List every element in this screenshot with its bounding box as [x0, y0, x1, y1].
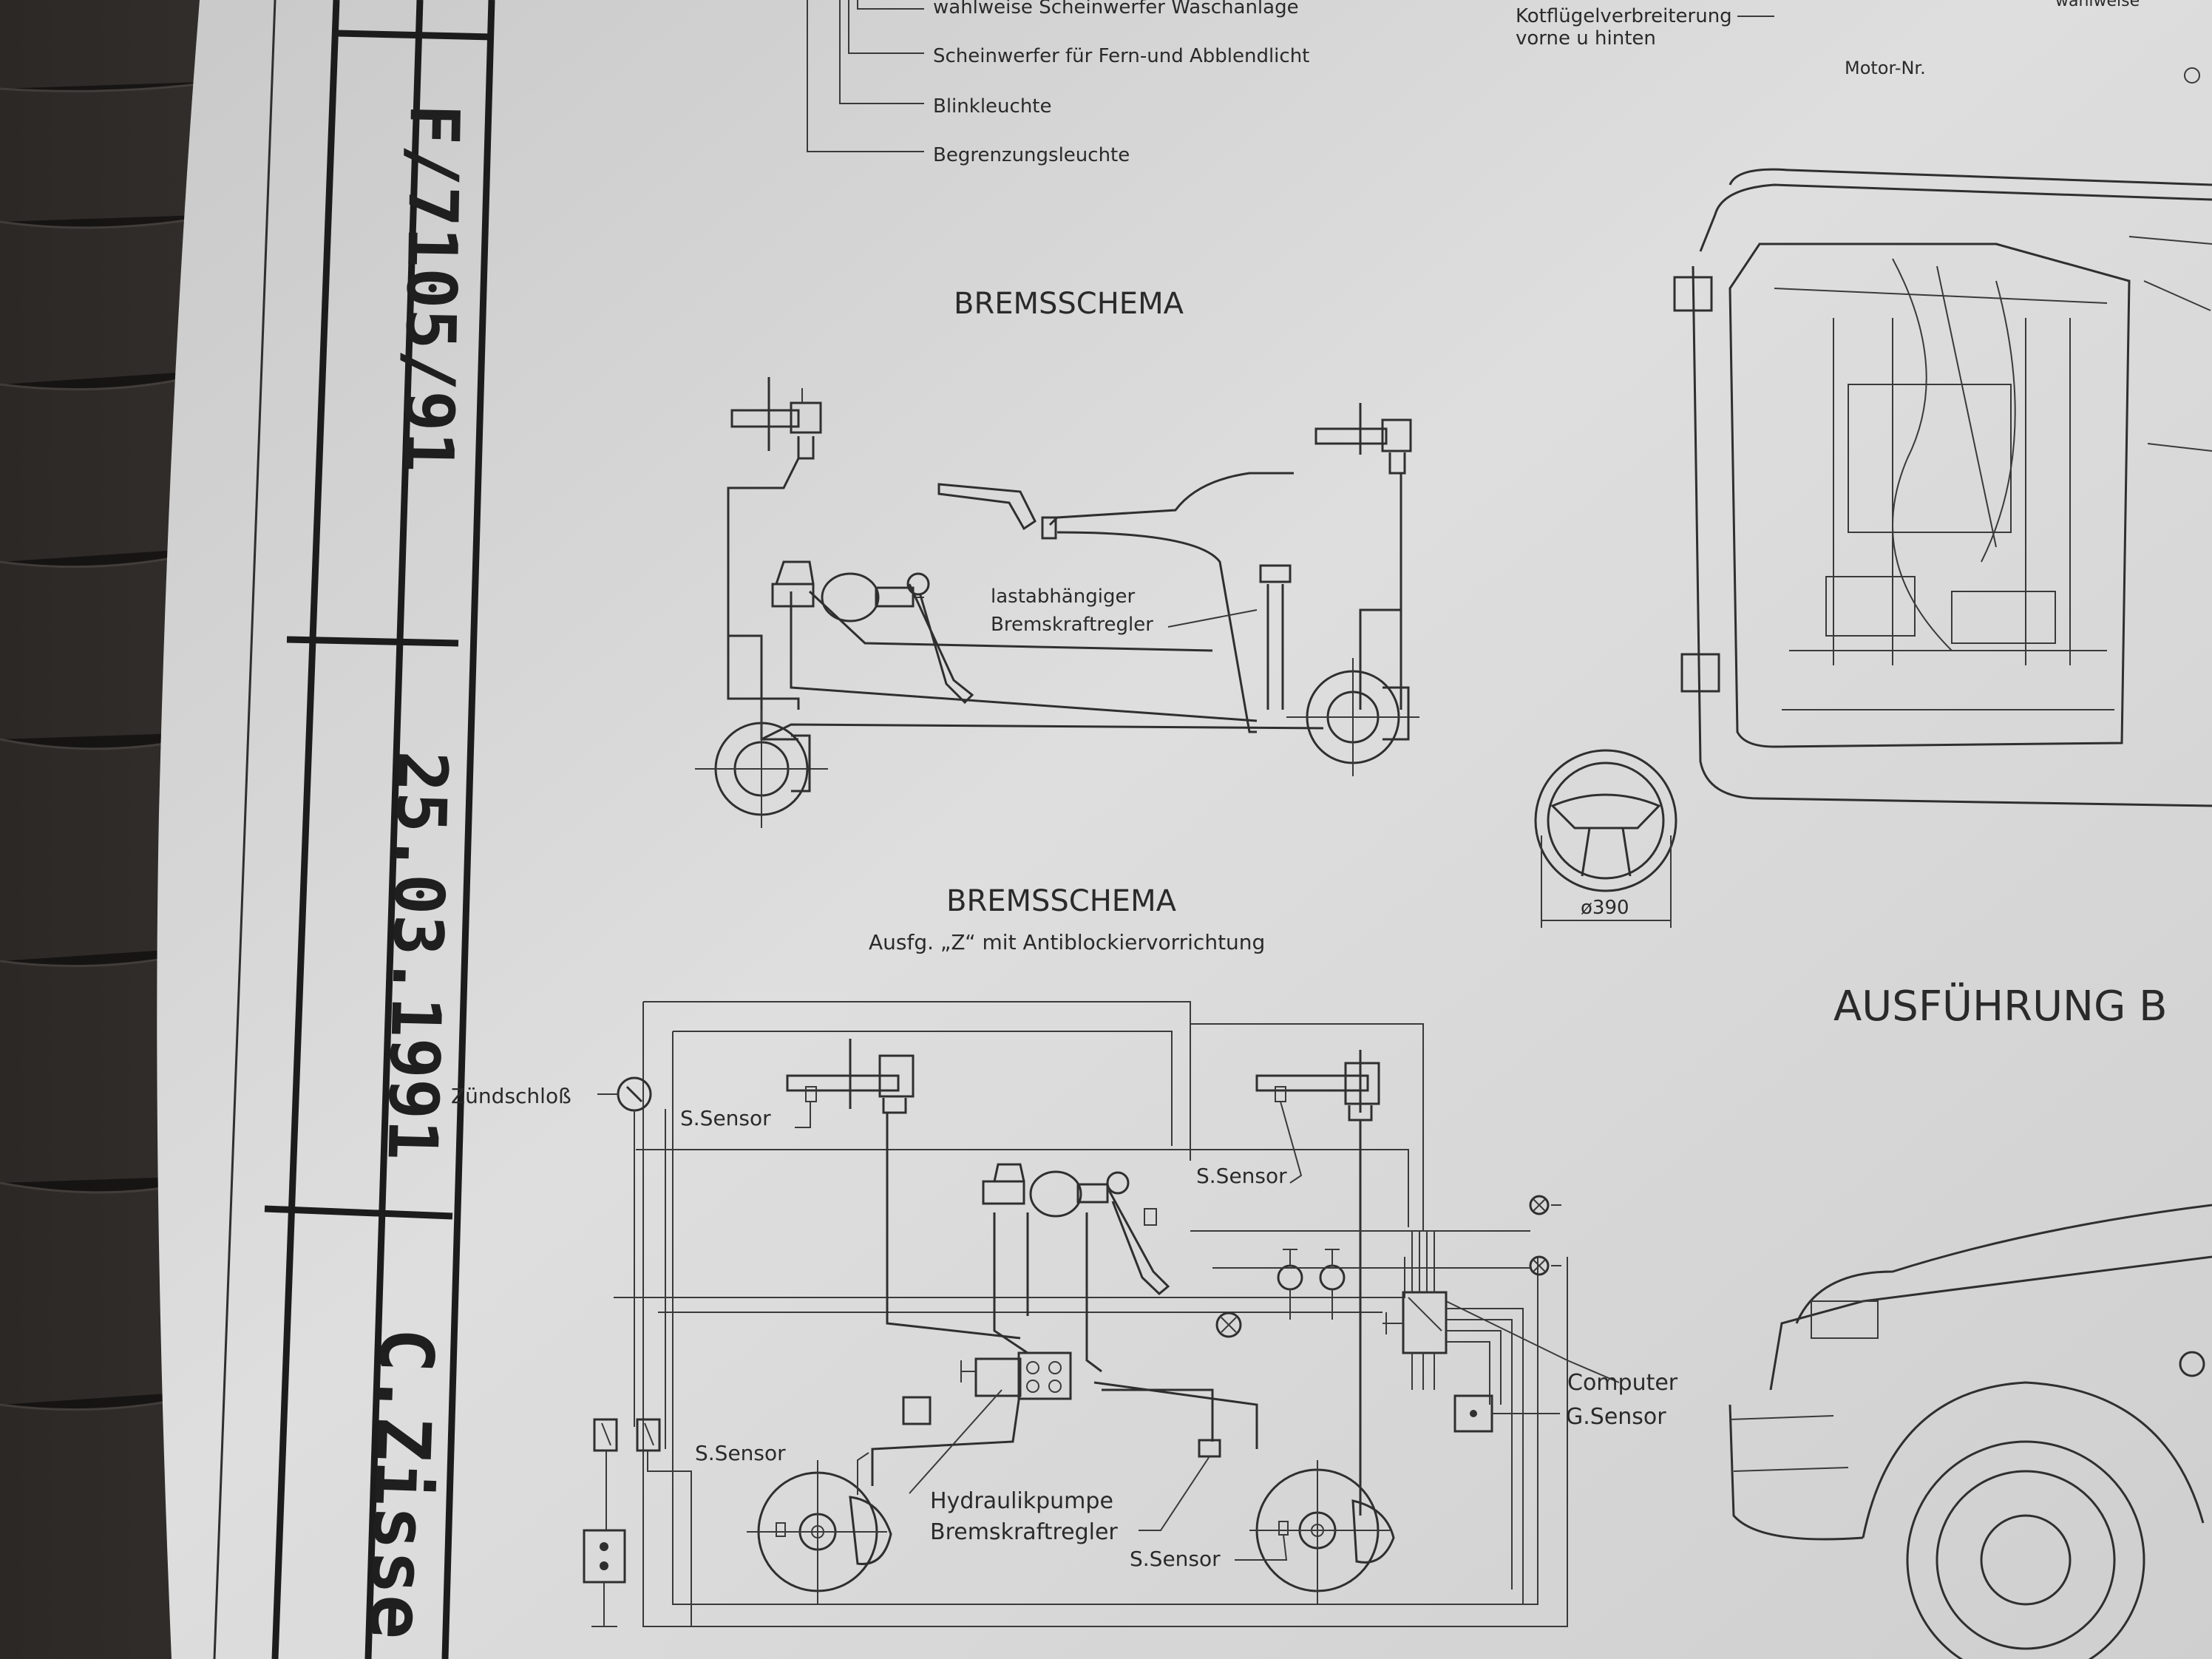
handbrake-lever: [937, 483, 1057, 540]
drawing-date: 25.03.1991: [373, 750, 462, 1161]
sensor-rr-label: S.Sensor: [1130, 1547, 1221, 1571]
brake-schema-abs: BREMSSCHEMA Ausfg. „Z“ mit Antiblockierv…: [451, 884, 1678, 1627]
brake-schema-standard: BREMSSCHEMA: [695, 287, 1419, 828]
legend-indicator: Blinkleuchte: [933, 95, 1051, 118]
paper-sheet: [157, 0, 2212, 1659]
warning-lamps: [1190, 1195, 1561, 1338]
top-right-notes: Kotflügelverbreiterung vorne u hinten Mo…: [1516, 0, 2200, 84]
rear-left-wheel: [695, 710, 828, 828]
pump-label-1: Hydraulikpumpe: [930, 1488, 1113, 1514]
corner-note: wahlweise: [2055, 0, 2140, 10]
g-sensor-label: G.Sensor: [1566, 1404, 1666, 1430]
abs-rear-right-wheel: [1249, 1460, 1395, 1604]
fender-note: Kotflügelverbreiterung: [1516, 5, 1732, 27]
pump-label-2: Bremskraftregler: [930, 1519, 1118, 1545]
abs-rear-left-wheel: [747, 1460, 892, 1604]
schema-1-title: BREMSSCHEMA: [954, 287, 1184, 321]
ignition-switch: [583, 1076, 692, 1627]
abs-front-right-caliper: [1255, 1050, 1380, 1122]
car-side-view: [1728, 1204, 2212, 1659]
front-left-caliper: [730, 377, 822, 460]
steering-wheel: ø390: [1534, 749, 1677, 928]
drawing-number: F/7105/91: [388, 104, 474, 473]
schema-2-title: BREMSSCHEMA: [946, 884, 1177, 918]
abs-master-cylinder: [982, 1163, 1170, 1296]
legend-position-light: Begrenzungsleuchte: [933, 144, 1130, 166]
drawing-author: C.Zisse: [353, 1326, 450, 1641]
sensor-fr-label: S.Sensor: [1196, 1164, 1287, 1188]
brake-pedal: [906, 572, 974, 705]
steering-diameter: ø390: [1581, 897, 1629, 919]
car-front-view: [1673, 168, 2212, 807]
version-heading: AUSFÜHRUNG B: [1833, 983, 2168, 1031]
regulator-label-2: Bremskraftregler: [991, 614, 1153, 636]
computer-label: Computer: [1567, 1370, 1678, 1396]
hydraulic-unit: [902, 1351, 1072, 1425]
lighting-legend: wahlweise Scheinwerfer Waschanlage Schei…: [807, 0, 1309, 166]
fender-note-2: vorne u hinten: [1516, 27, 1656, 50]
sensor-fl-label: S.Sensor: [680, 1106, 771, 1130]
ignition-label: Zündschloß: [451, 1084, 571, 1108]
schema-2-subtitle: Ausfg. „Z“ mit Antiblockiervorrichtung: [869, 930, 1265, 954]
abs-computer: [1382, 1231, 1620, 1604]
load-regulator: [1167, 564, 1292, 710]
rear-right-wheel: [1286, 658, 1419, 776]
motor-number: Motor-Nr.: [1845, 58, 1926, 78]
g-sensor: [1453, 1394, 1560, 1433]
legend-washer: wahlweise Scheinwerfer Waschanlage: [933, 0, 1299, 18]
legend-headlight: Scheinwerfer für Fern-und Abblendlicht: [933, 45, 1309, 67]
sensor-rl-label: S.Sensor: [695, 1441, 786, 1465]
title-block: [213, 0, 495, 1659]
regulator-label-1: lastabhängiger: [991, 586, 1135, 608]
front-right-caliper: [1314, 403, 1412, 475]
